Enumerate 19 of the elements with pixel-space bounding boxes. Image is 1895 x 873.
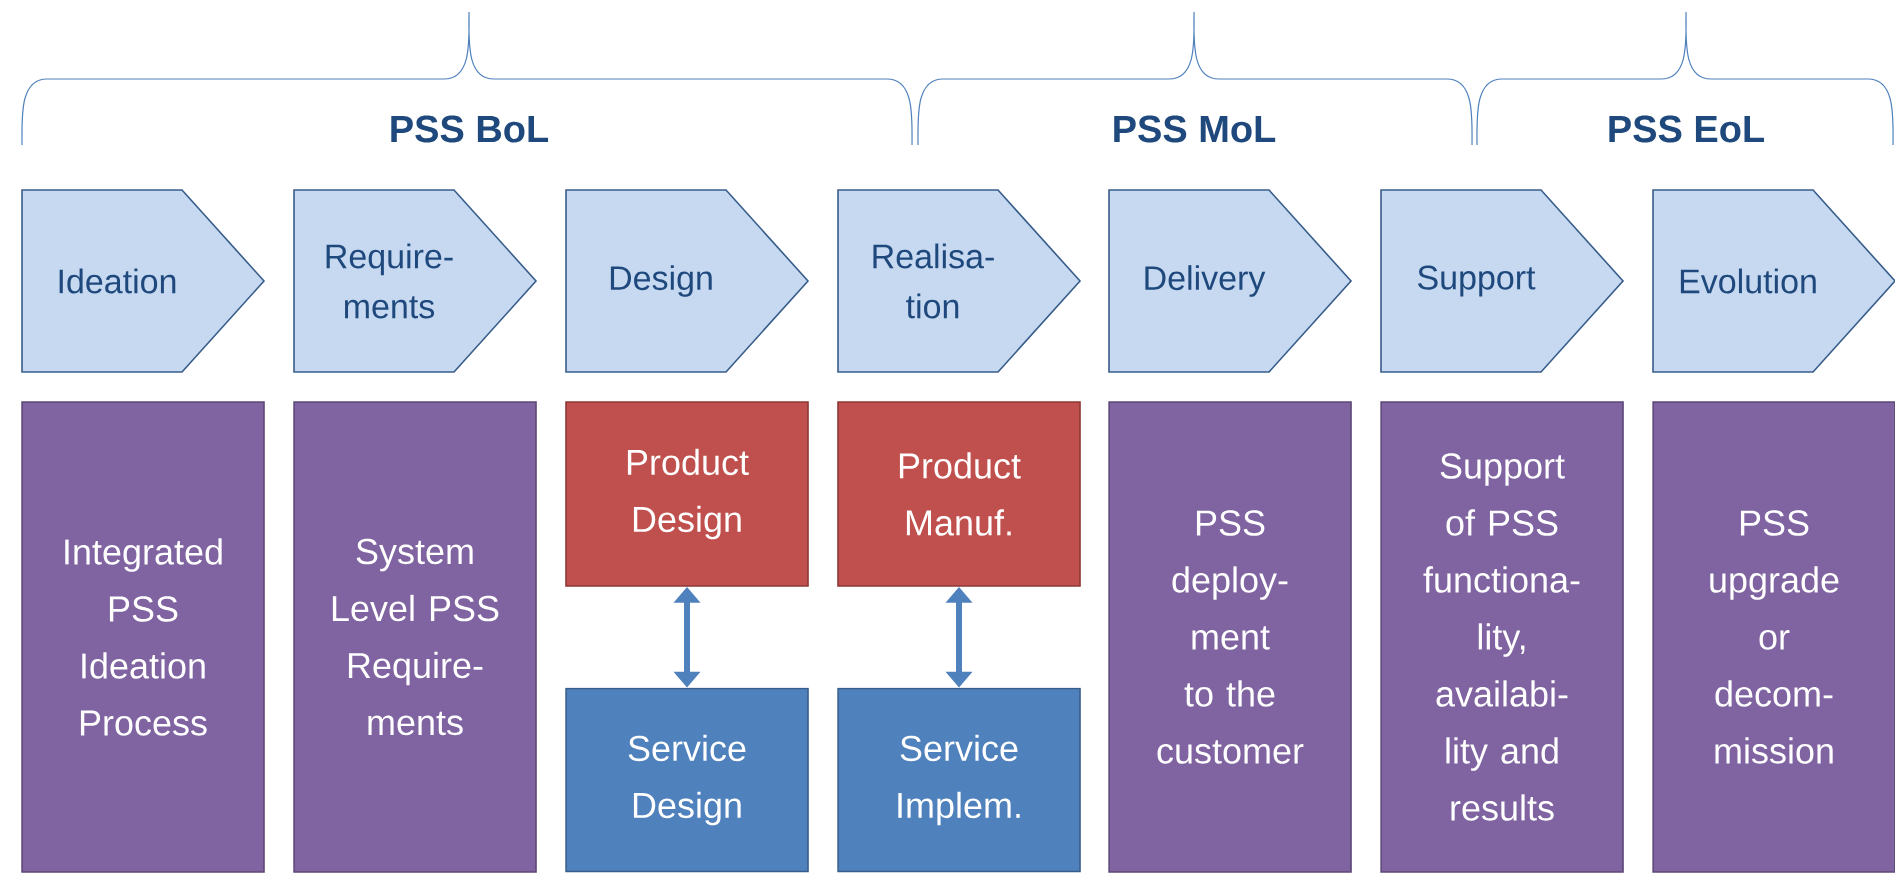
service-box: Service Implem. xyxy=(837,687,1081,873)
phase-box: Evolution xyxy=(1652,189,1895,373)
phase-box: Design xyxy=(565,189,810,373)
process-box: System Level PSS Require- ments xyxy=(293,401,537,873)
phase-heading: PSS EoL xyxy=(1609,115,1764,143)
process-box: PSS upgrade or decom- mission xyxy=(1652,401,1895,873)
process-box: Support of PSS functiona- lity, availabi- lity and results xyxy=(1380,401,1624,873)
phase-box: Realisa- tion xyxy=(837,189,1082,373)
process-box: Integrated PSS Ideation Process xyxy=(21,401,265,873)
process-box: PSS deploy- ment to the customer xyxy=(1108,401,1352,873)
service-box: Service Design xyxy=(565,687,809,873)
product-box: Product Manuf. xyxy=(837,401,1081,587)
phase-box: Delivery xyxy=(1108,189,1353,373)
phase-box: Require- ments xyxy=(293,189,538,373)
phase-box: Support xyxy=(1380,189,1625,373)
phase-box: Ideation xyxy=(21,189,266,373)
phase-heading: PSS MoL xyxy=(1114,115,1276,143)
product-box: Product Design xyxy=(565,401,809,587)
phase-heading: PSS BoL xyxy=(391,115,549,143)
